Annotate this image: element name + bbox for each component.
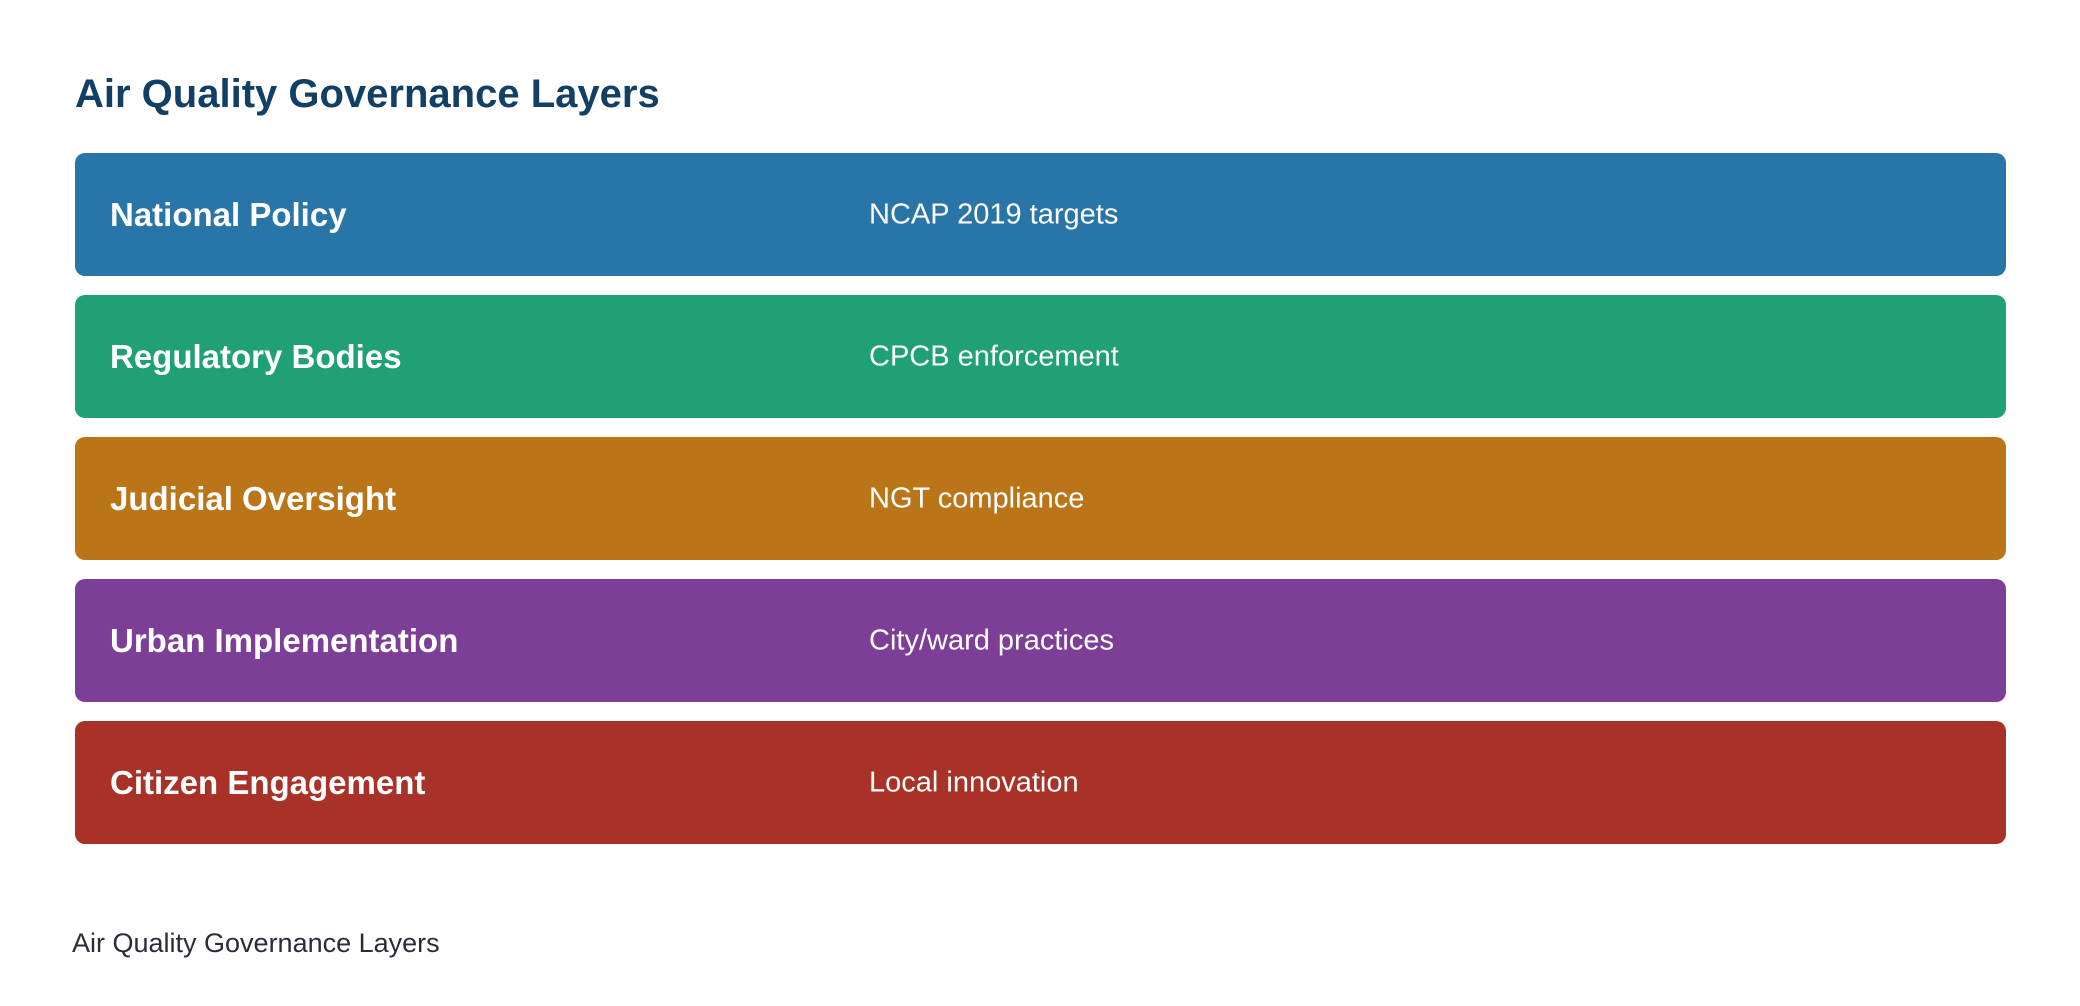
layer-description: NCAP 2019 targets	[869, 198, 1119, 230]
layer-description: Local innovation	[869, 766, 1079, 798]
layer-description: CPCB enforcement	[869, 340, 1119, 372]
layer-name: Urban Implementation	[110, 621, 459, 659]
layer-description: City/ward practices	[869, 624, 1114, 656]
layer-description: NGT compliance	[869, 482, 1085, 514]
layer-judicial-oversight: Judicial Oversight NGT compliance	[75, 437, 2006, 560]
layer-name: Citizen Engagement	[110, 763, 426, 801]
diagram-title: Air Quality Governance Layers	[75, 72, 660, 116]
layer-urban-implementation: Urban Implementation City/ward practices	[75, 579, 2006, 702]
layer-national-policy: National Policy NCAP 2019 targets	[75, 153, 2006, 276]
figure-caption: Air Quality Governance Layers	[72, 928, 440, 958]
layer-citizen-engagement: Citizen Engagement Local innovation	[75, 721, 2006, 844]
layer-regulatory-bodies: Regulatory Bodies CPCB enforcement	[75, 295, 2006, 418]
governance-layers: National Policy NCAP 2019 targets Regula…	[75, 153, 2006, 863]
layer-name: Judicial Oversight	[110, 479, 397, 517]
layer-name: Regulatory Bodies	[110, 337, 402, 375]
layer-name: National Policy	[110, 195, 347, 233]
